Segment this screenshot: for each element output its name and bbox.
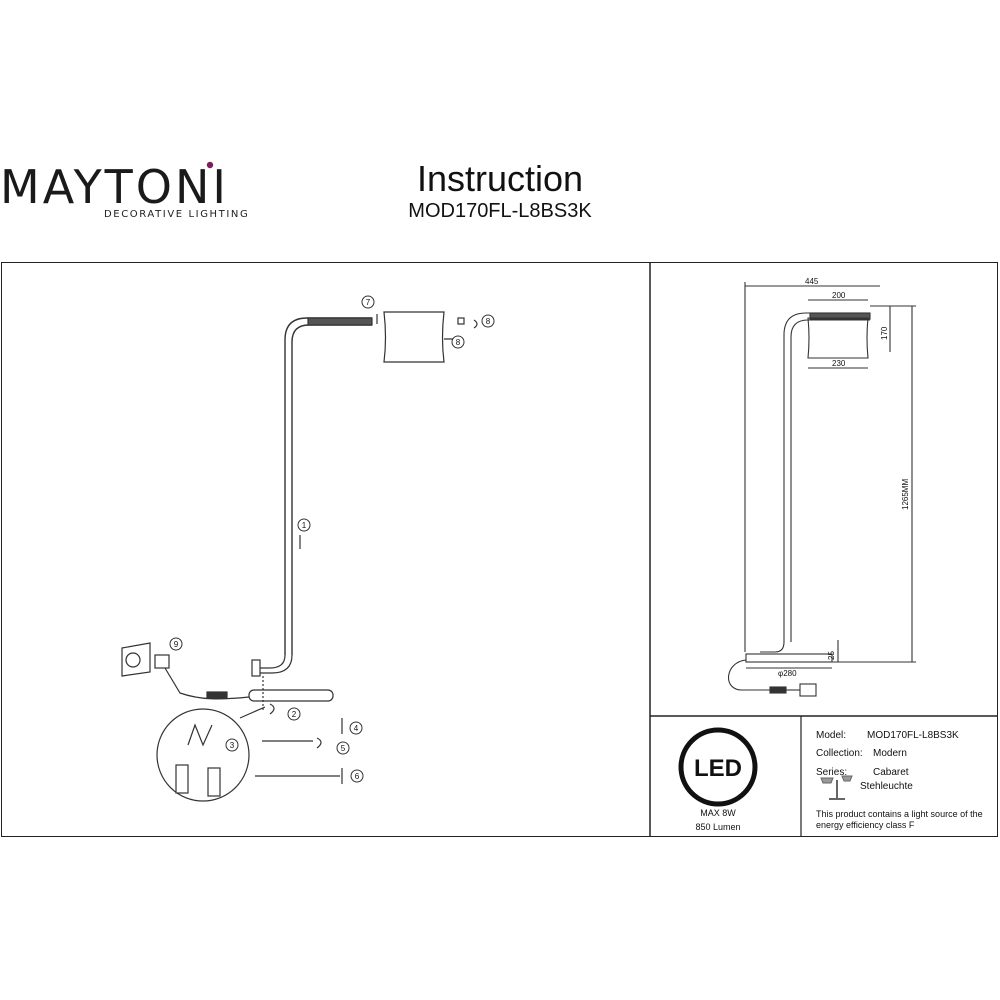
dim-pole	[783, 312, 870, 642]
dim-pole-foot	[760, 641, 785, 653]
dimension-drawing	[727, 282, 916, 697]
detail-part-right	[207, 767, 221, 797]
step-2-marker	[287, 707, 301, 721]
series-extra: Stehleuchte	[860, 781, 913, 792]
detail-leader	[239, 706, 266, 719]
step-9-marker	[169, 637, 183, 651]
rotate-arrow-5	[316, 737, 322, 749]
series-value: Cabaret	[873, 767, 909, 778]
step-9-label: 9	[174, 640, 179, 649]
step-callouts	[169, 295, 495, 783]
dim-switch	[769, 686, 787, 694]
step-7-marker	[361, 295, 375, 309]
detail-wires	[187, 723, 213, 747]
step-6-label: 6	[355, 772, 360, 781]
step-3-label: 3	[230, 741, 235, 750]
collection-label: Collection:	[816, 748, 863, 759]
step-4-marker	[349, 721, 363, 735]
dimension-labels: 445 200 230 170 1265MM φ280 25	[778, 277, 910, 678]
dim-170-label: 170	[880, 326, 889, 340]
brand-logo: MAYTONI	[0, 160, 229, 214]
rotate-arrow-2	[269, 703, 275, 715]
collection-value: Modern	[873, 748, 907, 759]
socket-face	[125, 652, 141, 668]
step-8-label: 8	[486, 317, 491, 326]
step-2-label: 2	[292, 710, 297, 719]
assembly-drawing	[121, 311, 478, 802]
brand-tagline: DECORATIVE LIGHTING	[104, 209, 250, 220]
instruction-sheet	[1, 262, 998, 837]
step-3-marker	[225, 738, 239, 752]
detail-circle	[156, 708, 250, 802]
logo-dot-icon	[206, 161, 214, 169]
led-badge: LED	[678, 727, 758, 807]
lamp-pole-inner	[291, 324, 372, 655]
power-adapter	[154, 654, 170, 669]
led-badge-label: LED	[694, 755, 742, 782]
pole-foot	[256, 654, 286, 669]
dim-280-label: φ280	[778, 669, 797, 678]
lamp-thumbnail-icon	[820, 775, 853, 800]
shade-cap	[457, 317, 465, 325]
step-6-marker	[350, 769, 364, 783]
dim-25-label: 25	[827, 651, 836, 660]
step-1-label: 1	[302, 521, 307, 530]
led-icon	[678, 727, 758, 807]
step-4-label: 4	[354, 724, 359, 733]
wall-socket	[121, 642, 151, 677]
product-info: Model: MOD170FL-L8BS3K Collection: Moder…	[816, 730, 983, 830]
lamp-arm-tube	[307, 317, 373, 326]
step-7-label: 7	[366, 298, 371, 307]
model-code-heading: MOD170FL-L8BS3K	[408, 200, 592, 222]
dim-230-label: 230	[832, 359, 846, 368]
step-8b-marker	[451, 335, 465, 349]
step-8-marker	[481, 314, 495, 328]
dim-200-label: 200	[832, 291, 846, 300]
lamp-pole	[284, 317, 372, 655]
dim-cable	[727, 659, 770, 691]
step-1-marker	[297, 518, 311, 532]
series-label: Series:	[816, 767, 847, 778]
step-5-marker	[336, 741, 350, 755]
dim-445-label: 445	[805, 277, 819, 286]
pole-connector	[251, 659, 261, 677]
page-title: Instruction	[416, 158, 584, 199]
model-label: Model:	[816, 730, 846, 741]
model-value: MOD170FL-L8BS3K	[867, 730, 959, 741]
dim-arm-tube	[809, 312, 871, 320]
rotate-arrow-8	[473, 319, 478, 329]
step-5-label: 5	[341, 744, 346, 753]
lamp-base	[248, 689, 334, 702]
energy-note-2: energy efficiency class F	[816, 820, 915, 830]
energy-note-1: This product contains a light source of …	[816, 809, 983, 819]
dim-1265-label: 1265MM	[901, 479, 910, 510]
led-lumen: 850 Lumen	[695, 822, 740, 832]
led-max-power: MAX 8W	[700, 808, 736, 818]
lamp-shade	[383, 311, 445, 363]
dim-base	[745, 653, 833, 663]
dim-shade	[807, 317, 869, 359]
step-8b-label: 8	[456, 338, 461, 347]
pole-foot-inner	[256, 654, 293, 674]
step-labels: 1 2 3 4 5 6 7 8 8 9	[174, 298, 491, 781]
dim-adapter	[799, 683, 817, 697]
detail-part-left	[175, 764, 189, 794]
inline-switch	[206, 691, 228, 699]
